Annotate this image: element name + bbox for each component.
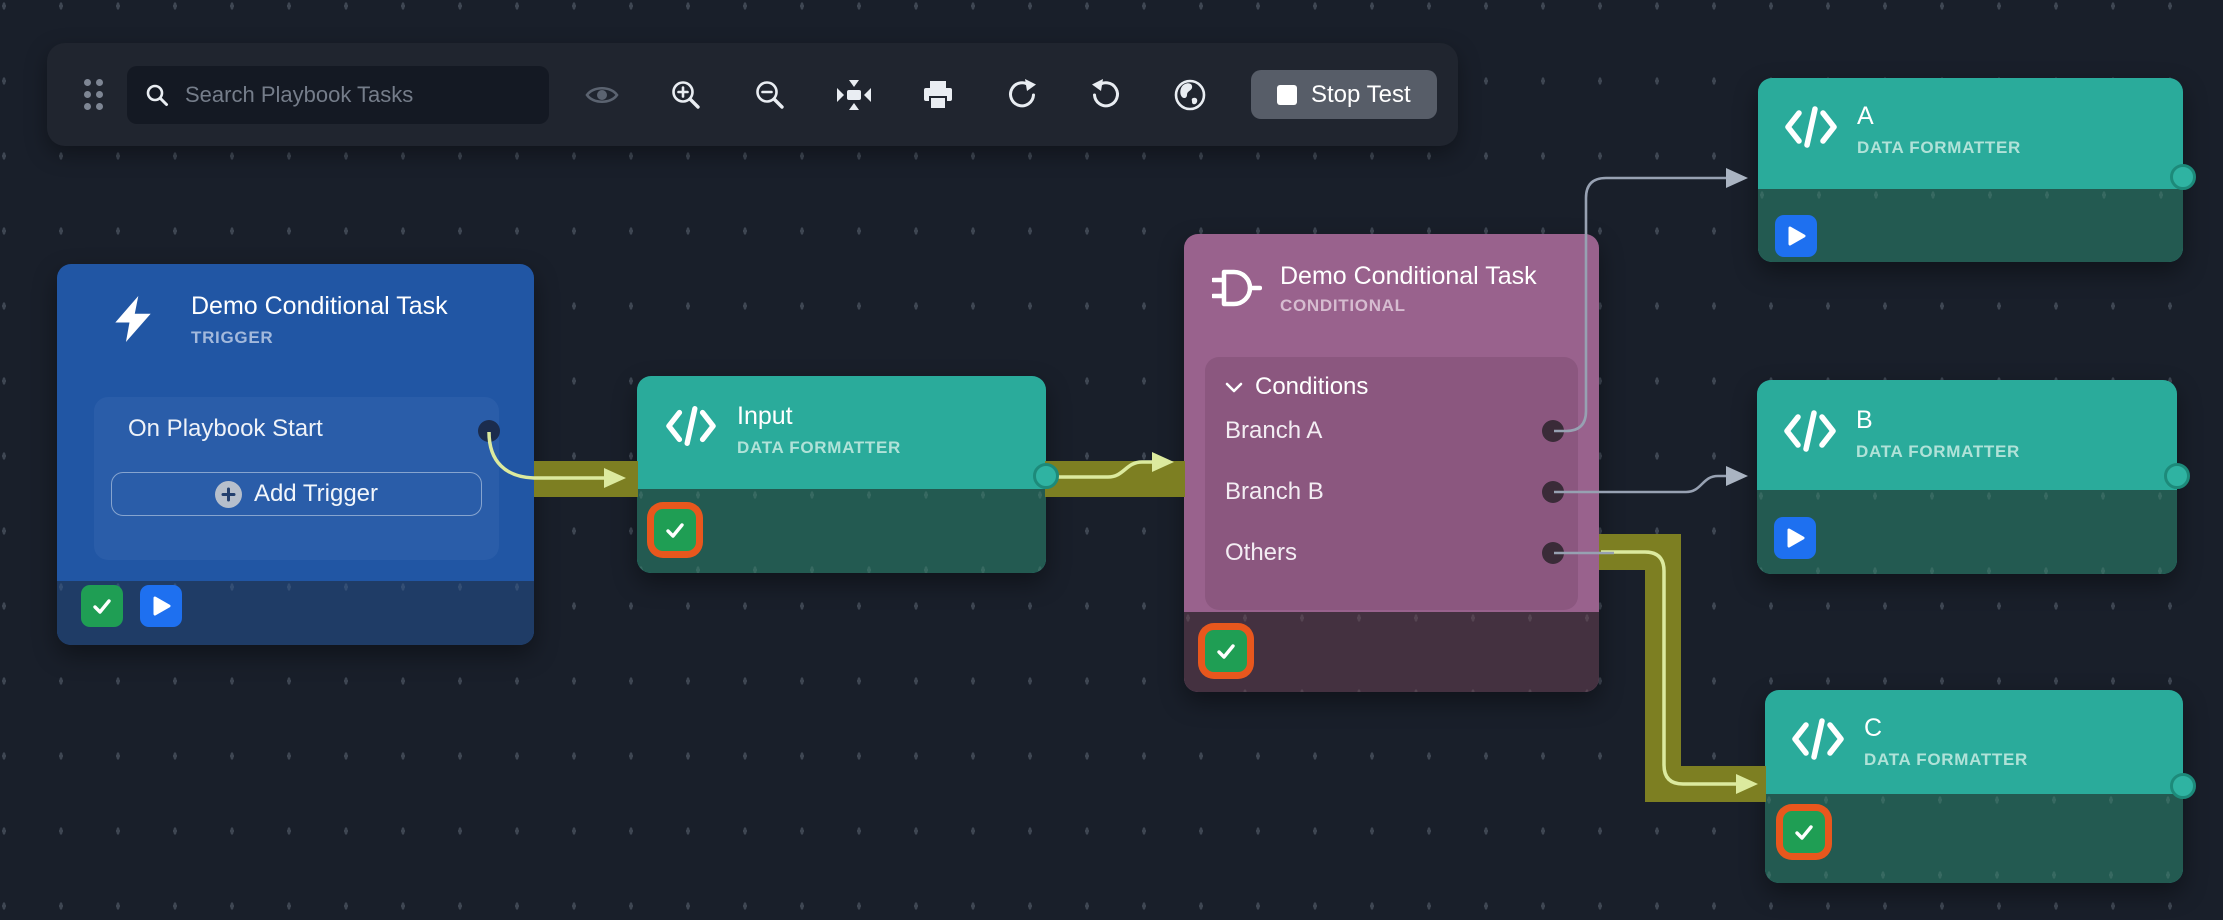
node-title: C bbox=[1864, 714, 1883, 742]
node-type-label: DATA FORMATTER bbox=[1857, 138, 2022, 157]
trigger-event-label: On Playbook Start bbox=[128, 415, 323, 442]
print-icon[interactable] bbox=[913, 70, 963, 120]
run-badge[interactable] bbox=[1775, 215, 1817, 257]
output-port-a[interactable] bbox=[2170, 164, 2196, 190]
success-badge-highlighted[interactable] bbox=[1783, 811, 1825, 853]
output-port-on-playbook-start[interactable] bbox=[478, 420, 500, 442]
output-port-c[interactable] bbox=[2170, 773, 2196, 799]
node-status-bar bbox=[1757, 490, 2177, 574]
success-badge[interactable] bbox=[81, 585, 123, 627]
add-trigger-label: Add Trigger bbox=[253, 480, 379, 507]
code-icon bbox=[1792, 718, 1844, 760]
output-port-input[interactable] bbox=[1033, 463, 1059, 489]
node-trigger[interactable]: Demo Conditional Task TRIGGER On Playboo… bbox=[57, 264, 534, 645]
code-icon bbox=[666, 406, 716, 446]
search-icon bbox=[146, 84, 168, 106]
node-type-label: DATA FORMATTER bbox=[1864, 750, 2029, 769]
undo-icon[interactable] bbox=[1081, 70, 1131, 120]
chevron-down-icon bbox=[1225, 382, 1243, 392]
branch-row-b: Branch B bbox=[1225, 478, 1324, 505]
node-a[interactable]: A DATA FORMATTER bbox=[1758, 78, 2183, 262]
node-status-bar bbox=[1184, 612, 1599, 692]
add-trigger-button[interactable]: Add Trigger bbox=[111, 472, 482, 516]
fit-view-icon[interactable] bbox=[829, 70, 879, 120]
node-title: A bbox=[1857, 102, 1874, 130]
lightning-icon bbox=[115, 296, 151, 342]
node-title: Input bbox=[737, 402, 793, 430]
node-status-bar bbox=[1765, 794, 2183, 883]
search-box bbox=[127, 65, 549, 124]
node-title: B bbox=[1856, 406, 1873, 434]
zoom-out-icon[interactable] bbox=[745, 70, 795, 120]
code-icon bbox=[1784, 410, 1836, 452]
branch-port-a[interactable] bbox=[1542, 420, 1564, 442]
search-input[interactable] bbox=[185, 81, 531, 108]
conditions-section-label: Conditions bbox=[1255, 373, 1369, 400]
redo-icon[interactable] bbox=[997, 70, 1047, 120]
node-type-label: CONDITIONAL bbox=[1280, 296, 1406, 315]
code-icon bbox=[1785, 106, 1837, 148]
node-status-bar bbox=[57, 581, 534, 645]
node-status-bar bbox=[637, 489, 1046, 573]
success-badge-highlighted[interactable] bbox=[654, 509, 696, 551]
node-type-label: TRIGGER bbox=[191, 328, 274, 347]
node-b[interactable]: B DATA FORMATTER bbox=[1757, 380, 2177, 574]
logic-gate-icon bbox=[1212, 269, 1262, 307]
node-title: Demo Conditional Task bbox=[191, 292, 448, 320]
trigger-panel: On Playbook Start Add Trigger bbox=[94, 397, 499, 560]
branch-row-others: Others bbox=[1225, 539, 1298, 566]
node-status-bar bbox=[1758, 189, 2183, 262]
stop-square-icon bbox=[1277, 84, 1297, 105]
plus-icon bbox=[214, 480, 242, 508]
toolbar-drag-handle[interactable] bbox=[84, 79, 103, 110]
globe-icon[interactable] bbox=[1165, 70, 1215, 120]
run-badge[interactable] bbox=[140, 585, 182, 627]
output-port-b[interactable] bbox=[2164, 463, 2190, 489]
branch-port-others[interactable] bbox=[1542, 542, 1564, 564]
visibility-icon[interactable] bbox=[577, 70, 627, 120]
node-conditional[interactable]: Demo Conditional Task CONDITIONAL Condit… bbox=[1184, 234, 1599, 692]
node-title: Demo Conditional Task bbox=[1280, 262, 1537, 290]
stop-test-label: Stop Test bbox=[1311, 80, 1411, 108]
conditions-section-toggle[interactable]: Conditions bbox=[1225, 371, 1368, 403]
run-badge[interactable] bbox=[1774, 517, 1816, 559]
branch-row-a: Branch A bbox=[1225, 417, 1323, 444]
zoom-in-icon[interactable] bbox=[661, 70, 711, 120]
node-input[interactable]: Input DATA FORMATTER bbox=[637, 376, 1046, 573]
node-c[interactable]: C DATA FORMATTER bbox=[1765, 690, 2183, 883]
node-type-label: DATA FORMATTER bbox=[1856, 442, 2021, 461]
branch-port-b[interactable] bbox=[1542, 481, 1564, 503]
conditions-panel: Conditions Branch A Branch B Others bbox=[1205, 357, 1578, 610]
stop-test-button[interactable]: Stop Test bbox=[1251, 70, 1437, 119]
editor-toolbar: Stop Test bbox=[47, 43, 1458, 146]
node-type-label: DATA FORMATTER bbox=[737, 438, 902, 457]
success-badge-highlighted[interactable] bbox=[1205, 630, 1247, 672]
